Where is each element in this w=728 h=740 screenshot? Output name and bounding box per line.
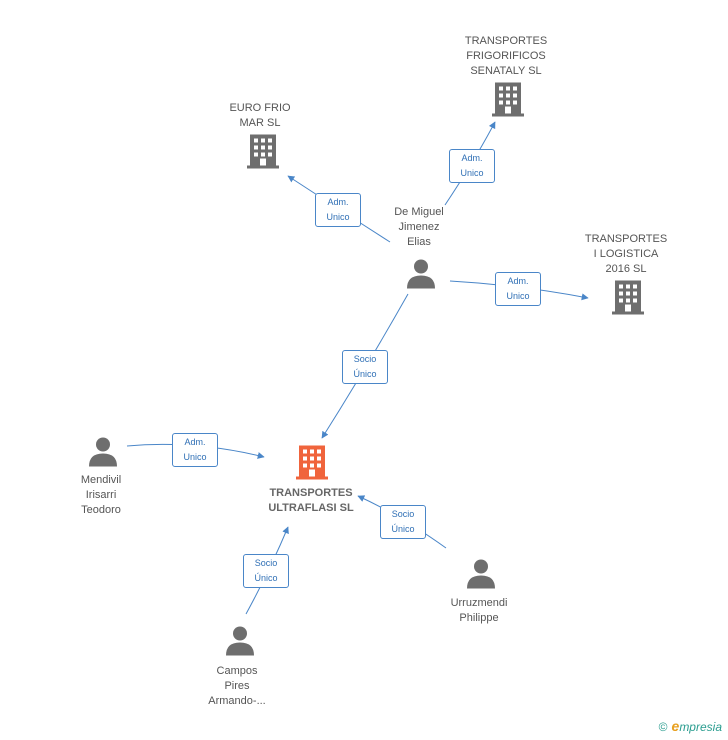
- person-icon[interactable]: [88, 437, 118, 472]
- brand-initial: e: [671, 718, 680, 734]
- building-icon[interactable]: [492, 82, 524, 122]
- node-label-mendivil[interactable]: Mendivil Irisarri Teodoro: [80, 474, 122, 516]
- edge-label-campos-ultraflasi[interactable]: Socio Único: [243, 554, 289, 588]
- edge-label-dm-ultraflasi[interactable]: Socio Único: [342, 350, 388, 384]
- edge-label-dm-euro[interactable]: Adm. Unico: [315, 193, 361, 227]
- node-label-senataly[interactable]: TRANSPORTES FRIGORIFICOS SENATALY SL: [464, 35, 548, 77]
- person-icon[interactable]: [225, 626, 255, 661]
- building-icon[interactable]: [612, 280, 644, 320]
- edge-label-mendivil-ultraflasi[interactable]: Adm. Unico: [172, 433, 218, 467]
- node-label-logistica[interactable]: TRANSPORTES I LOGISTICA 2016 SL: [584, 233, 668, 275]
- edge-label-dm-senataly[interactable]: Adm. Unico: [449, 149, 495, 183]
- edge-label-urruzmendi-ultraflasi[interactable]: Socio Único: [380, 505, 426, 539]
- node-label-euro-frio[interactable]: EURO FRIO MAR SL: [229, 102, 291, 129]
- node-label-ultraflasi[interactable]: TRANSPORTES ULTRAFLASI SL: [268, 487, 354, 514]
- person-icon[interactable]: [406, 259, 436, 294]
- person-icon[interactable]: [466, 559, 496, 594]
- edge-label-dm-logistica[interactable]: Adm. Unico: [495, 272, 541, 306]
- building-icon[interactable]: [247, 134, 279, 174]
- node-label-campos[interactable]: Campos Pires Armando-...: [208, 665, 266, 707]
- node-label-urruzmendi[interactable]: Urruzmendi Philippe: [450, 597, 508, 624]
- main-building-icon[interactable]: [296, 445, 328, 485]
- brand-footer: ©empresia: [659, 718, 722, 734]
- brand-name: mpresia: [679, 720, 722, 734]
- node-label-de-miguel[interactable]: De Miguel Jimenez Elias: [394, 206, 444, 248]
- copyright-symbol: ©: [658, 720, 668, 734]
